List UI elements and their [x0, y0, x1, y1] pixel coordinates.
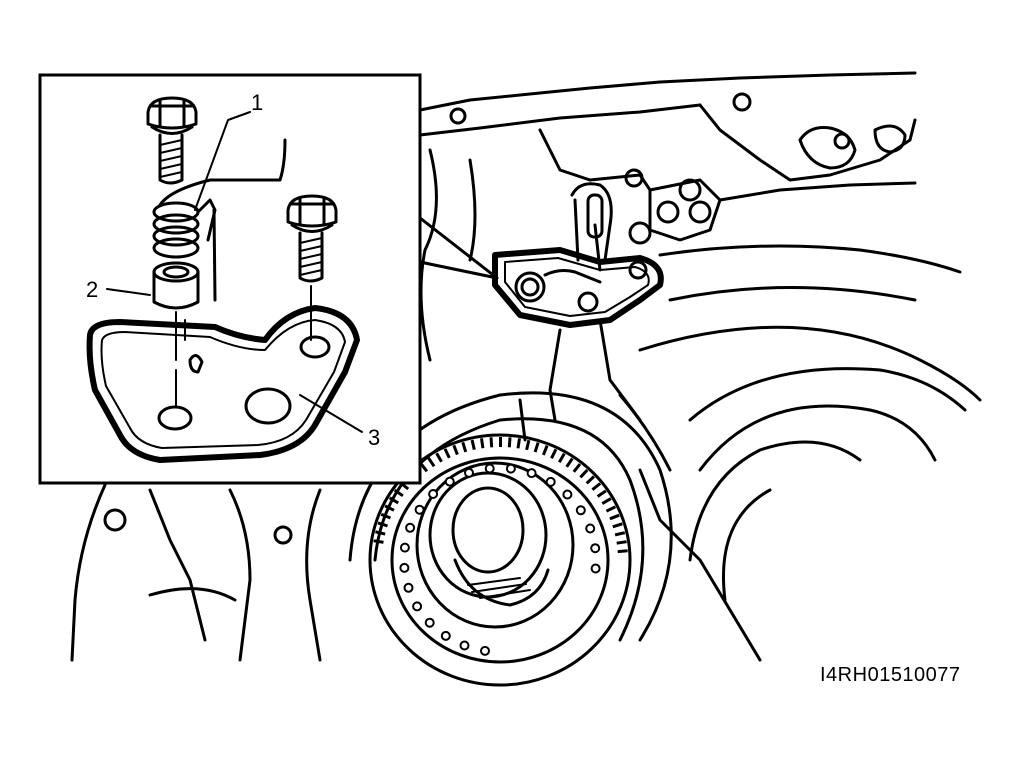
- gear-tooth: [616, 540, 627, 545]
- bearing-ball: [428, 489, 439, 499]
- bearing-ball: [480, 645, 490, 656]
- spring: [152, 138, 287, 302]
- gear-tooth: [617, 549, 628, 554]
- case-lower-left: [70, 483, 322, 662]
- gear-tooth: [525, 439, 531, 451]
- gear-tooth: [605, 505, 617, 513]
- callout-1: 1: [251, 90, 263, 115]
- gear-tooth: [377, 521, 388, 528]
- gear-tooth: [427, 457, 436, 468]
- gear-tooth: [507, 437, 512, 448]
- gear-tooth: [375, 530, 386, 536]
- bearing-ball: [459, 640, 470, 651]
- gear-tooth: [612, 522, 623, 529]
- bearing-ball: [590, 563, 601, 574]
- gear-tooth: [572, 463, 582, 473]
- bearing-ball: [444, 476, 455, 487]
- gear-tooth: [579, 468, 589, 479]
- callout-2: 2: [86, 277, 98, 302]
- leader-3: [299, 394, 363, 433]
- bearing-ball: [414, 504, 425, 515]
- gear-tooth: [565, 457, 574, 468]
- gear-tooth: [452, 444, 459, 456]
- gear-tooth: [585, 475, 596, 485]
- bearing-ball: [403, 582, 414, 593]
- bearing-ball: [562, 489, 573, 500]
- bearing-ball: [424, 617, 435, 628]
- gear-tooth: [443, 448, 451, 459]
- gear-tooth: [614, 531, 626, 537]
- gear-tooth: [384, 504, 395, 512]
- bolt-right: [286, 194, 338, 341]
- gear-tooth: [550, 448, 558, 459]
- gear-tooth: [435, 452, 443, 463]
- bearing-ball: [545, 476, 556, 487]
- gear-tooth: [419, 462, 429, 473]
- leader-2: [106, 288, 151, 296]
- gear-tooth: [557, 452, 566, 464]
- gear-tooth: [489, 437, 494, 448]
- gear-tooth: [591, 482, 602, 491]
- gear-tooth: [388, 496, 399, 505]
- gear-tooth: [516, 438, 521, 449]
- gear-tooth: [393, 488, 404, 498]
- bearing-ball: [585, 523, 596, 534]
- bolt-left: [146, 96, 198, 185]
- bearing-ball: [484, 463, 495, 474]
- inset-pointer: [418, 216, 499, 280]
- bearing-ball: [505, 463, 516, 474]
- gear-tooth: [601, 497, 612, 505]
- figure-code: I4RH01510077: [820, 664, 961, 686]
- bearing-ball: [590, 543, 601, 554]
- gear-tooth: [461, 441, 468, 453]
- callout-3: 3: [368, 425, 380, 450]
- gear-tooth: [480, 438, 485, 449]
- bearing-ball: [412, 601, 423, 612]
- bearing-ball: [464, 467, 474, 478]
- plate: [86, 305, 360, 463]
- bearing-ball: [399, 562, 410, 573]
- bearing-ball: [405, 522, 416, 533]
- gear-tooth: [380, 512, 392, 520]
- detent-spring-assembly: [492, 182, 664, 328]
- gear-tooth: [596, 489, 607, 498]
- leader-1: [194, 111, 251, 211]
- bearing-ball: [526, 468, 537, 479]
- bearing-ball: [575, 505, 586, 516]
- bearing-ball: [440, 630, 451, 641]
- inset-frame: [38, 73, 422, 485]
- bearing-balls: [399, 463, 601, 656]
- gear-tooth: [609, 513, 620, 521]
- gear-tooth: [470, 439, 476, 451]
- gear-tooth: [373, 539, 384, 544]
- bearing-ball: [399, 542, 410, 553]
- gear-tooth: [542, 445, 549, 456]
- transmission-case: [418, 71, 982, 662]
- gear-tooth: [533, 442, 540, 453]
- inset-contents: [86, 96, 363, 463]
